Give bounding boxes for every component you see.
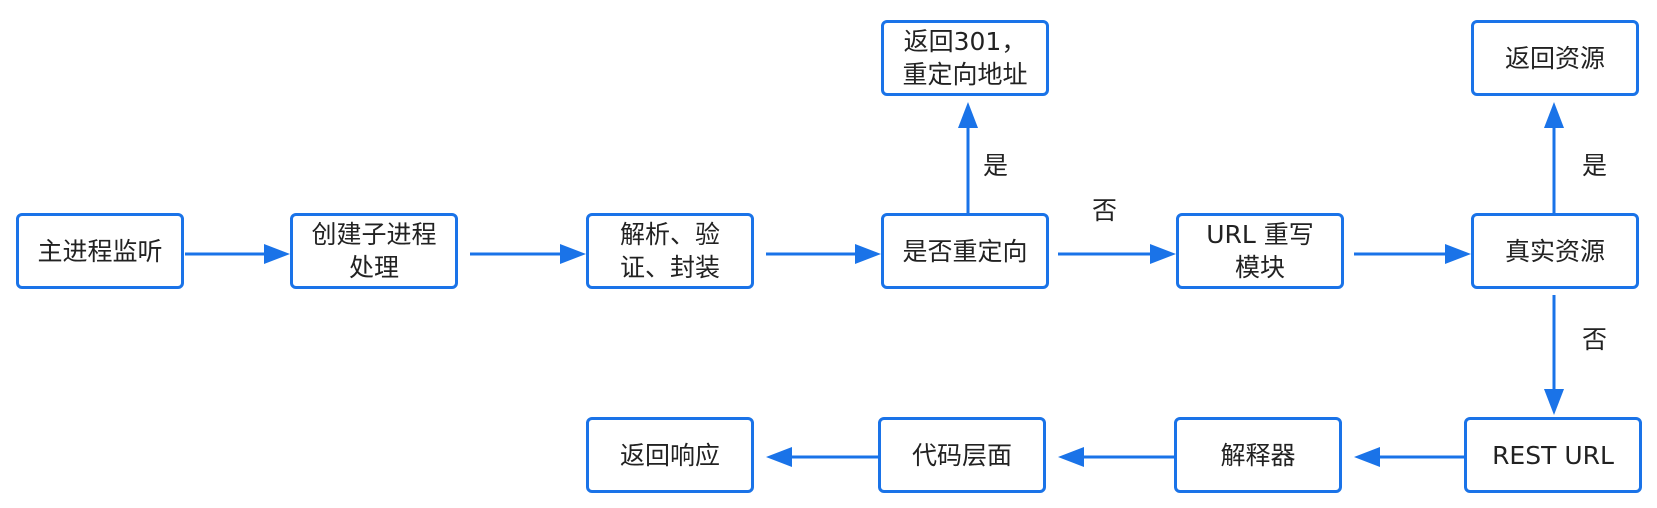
node-return-response-label: 返回响应 — [619, 440, 720, 470]
node-url-rewrite-label: URL 重写 模块 — [1206, 220, 1314, 282]
arrowhead-interpreter-to-code — [1058, 447, 1084, 467]
node-main-listen-label: 主进程监听 — [37, 236, 163, 266]
node-return-resource-label: 返回资源 — [1504, 43, 1605, 73]
node-is-redirect-label: 是否重定向 — [902, 236, 1028, 266]
node-return-301-label: 返回301， 重定向地址 — [902, 27, 1028, 89]
node-url-rewrite: URL 重写 模块 — [1176, 213, 1344, 289]
arrowhead-redirect-to-rewrite — [1150, 244, 1176, 264]
edge-label-redirect-yes: 是 — [983, 151, 1009, 180]
node-rest-url-label: REST URL — [1492, 440, 1614, 470]
arrowhead-child-to-parse — [560, 244, 586, 264]
node-child-process: 创建子进程 处理 — [290, 213, 458, 289]
arrowhead-real-to-return-resource — [1544, 102, 1564, 128]
arrowhead-rest-to-interpreter — [1354, 447, 1380, 467]
arrowhead-real-to-rest — [1544, 389, 1564, 415]
arrowhead-redirect-to-301 — [958, 102, 978, 128]
node-return-301: 返回301， 重定向地址 — [881, 20, 1049, 96]
node-return-response: 返回响应 — [586, 417, 754, 493]
arrowhead-parse-to-redirect — [855, 244, 881, 264]
arrowhead-rewrite-to-real — [1445, 244, 1471, 264]
node-is-redirect: 是否重定向 — [881, 213, 1049, 289]
edge-label-resource-no: 否 — [1582, 325, 1608, 354]
node-interpreter-label: 解释器 — [1220, 440, 1296, 470]
node-interpreter: 解释器 — [1174, 417, 1342, 493]
node-real-resource: 真实资源 — [1471, 213, 1639, 289]
arrowhead-main-to-child — [264, 244, 290, 264]
node-return-resource: 返回资源 — [1471, 20, 1639, 96]
node-child-process-label: 创建子进程 处理 — [311, 220, 437, 282]
node-rest-url: REST URL — [1464, 417, 1642, 493]
node-parse-validate: 解析、验 证、封装 — [586, 213, 754, 289]
node-main-listen: 主进程监听 — [16, 213, 184, 289]
node-real-resource-label: 真实资源 — [1504, 236, 1605, 266]
node-parse-validate-label: 解析、验 证、封装 — [619, 220, 720, 282]
edge-label-resource-yes: 是 — [1582, 151, 1608, 180]
node-code-layer-label: 代码层面 — [911, 440, 1012, 470]
node-code-layer: 代码层面 — [878, 417, 1046, 493]
edge-label-redirect-no: 否 — [1092, 196, 1118, 225]
arrowhead-code-to-response — [766, 447, 792, 467]
